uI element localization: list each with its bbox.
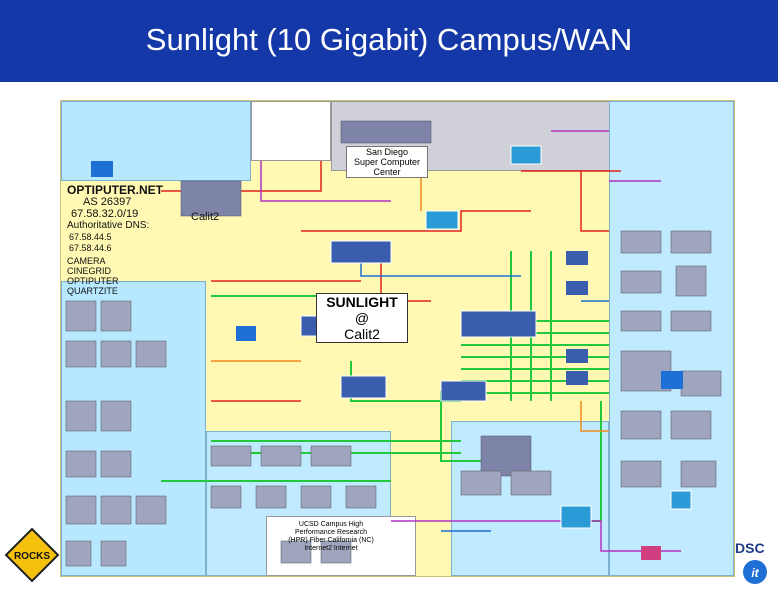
ucsd-line2: Performance Research xyxy=(295,529,367,536)
sunlight-core-router xyxy=(460,310,537,338)
dns-label: Authoritative DNS: xyxy=(67,220,150,231)
campus-switch xyxy=(560,505,592,529)
optiputer-as: AS 26397 xyxy=(83,196,132,208)
slide-header: Sunlight (10 Gigabit) Campus/WAN xyxy=(0,0,778,82)
project-quartzite: QUARTZITE xyxy=(67,286,118,296)
link-overlay xyxy=(65,120,722,567)
slide-title: Sunlight (10 Gigabit) Campus/WAN xyxy=(145,22,633,57)
calit2-label: Calit2 xyxy=(191,211,220,223)
dns1: 67.58.44.5 xyxy=(69,232,112,242)
rocks-logo-text: ROCKS xyxy=(14,551,50,562)
dsc-logo-text: DSC xyxy=(735,540,765,556)
sdsc-router xyxy=(510,145,542,165)
optiputer-subnet: 67.58.32.0/19 xyxy=(71,208,139,220)
svg-text:it: it xyxy=(751,566,759,580)
ucsd-line1: UCSD Campus High xyxy=(298,521,364,528)
sdsc-line2: Super Computer xyxy=(353,157,421,167)
core-switch-top xyxy=(330,240,392,264)
display-device xyxy=(641,546,661,560)
project-cinegrid: CINEGRID xyxy=(67,266,112,276)
ucsd-campus-label: UCSD Campus High Performance Research (H… xyxy=(276,521,386,553)
sunlight-line2: @ xyxy=(354,310,370,326)
ucsd-line4: Internet2 Internet xyxy=(304,545,358,552)
dsc-logo-mark: it xyxy=(743,560,767,584)
sunlight-line3: Calit2 xyxy=(344,326,380,342)
dsc-logo: DSC it xyxy=(735,540,775,585)
aggregation-switch xyxy=(340,375,387,399)
network-diagram: OPTIPUTER.NET AS 26397 67.58.32.0/19 Aut… xyxy=(60,100,735,577)
sunlight-line1: SUNLIGHT xyxy=(326,294,398,310)
sdsc-label: San Diego Super Computer Center xyxy=(346,146,428,178)
access-switch xyxy=(440,380,487,402)
sdsc-line3: Center xyxy=(373,167,401,177)
sdsc-line1: San Diego xyxy=(365,147,409,157)
optiputer-name: OPTIPUTER.NET xyxy=(67,183,164,197)
top-center-panel xyxy=(251,101,331,161)
project-optiputer: OPTIPUTER xyxy=(67,276,119,286)
ucsd-line3: (HPR) Fiber California (NC) xyxy=(288,537,374,544)
sunlight-label: SUNLIGHT @ Calit2 xyxy=(316,293,408,343)
dsc-switch xyxy=(670,490,692,510)
dns2: 67.58.44.6 xyxy=(69,243,112,253)
project-camera: CAMERA xyxy=(67,256,106,266)
sdsc-switch xyxy=(425,210,459,230)
rocks-logo: ROCKS xyxy=(4,527,60,583)
